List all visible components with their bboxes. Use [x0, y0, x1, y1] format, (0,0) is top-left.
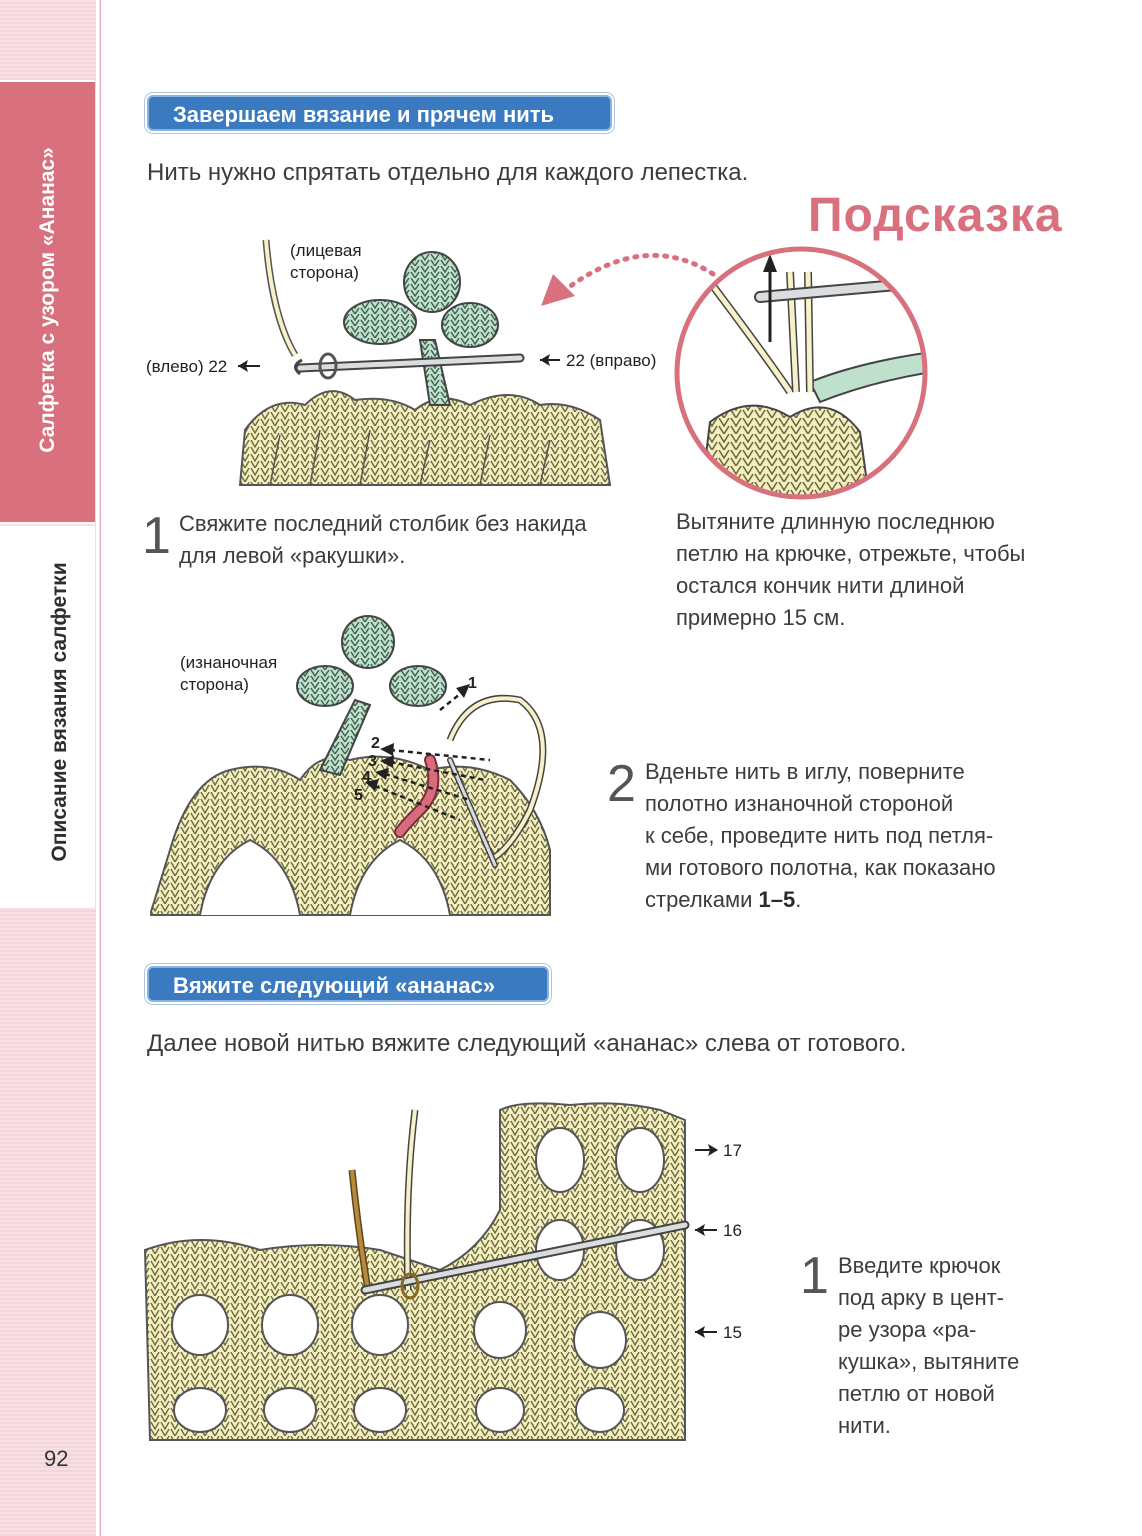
figure-finish-back: 1 2 3 4 5 — [150, 615, 551, 916]
hint-pointer-arrow — [541, 252, 716, 306]
section-tab-active — [0, 80, 95, 524]
section-title-vertical: Салфетка с узором «Ананас» — [36, 147, 59, 453]
page-number: 92 — [44, 1446, 69, 1471]
fig2-arrow-4: 4 — [362, 769, 371, 786]
step-number: 2 — [607, 755, 636, 813]
section-tab — [0, 526, 95, 908]
step-text: Введите крючок под арку в цент- ре узора… — [838, 1253, 1020, 1438]
row-label-16: 16 — [723, 1221, 742, 1240]
fig2-arrow-5: 5 — [354, 787, 363, 804]
fig2-arrow-1: 1 — [468, 675, 477, 692]
sidebar-divider — [96, 0, 99, 1536]
section-heading-finish: Завершаем вязание и прячем нить — [147, 95, 612, 131]
hint-illustration — [674, 246, 928, 500]
step-text-main: Вденьте нить в иглу, поверните полотно и… — [645, 759, 996, 912]
figure-next-pineapple: 17 16 15 — [143, 1102, 742, 1441]
hint-text: Вытяните длинную последнюю петлю на крюч… — [676, 509, 1026, 630]
row-label-17: 17 — [723, 1141, 742, 1160]
section-heading-next: Вяжите следующий «ананас» — [147, 966, 549, 1002]
chapter-title-vertical: Описание вязания салфетки — [48, 562, 71, 862]
step-text-arrows: 1–5 — [758, 887, 796, 912]
section-intro: Нить нужно спрятать отдельно для каждого… — [147, 159, 749, 186]
step-text-end: . — [795, 887, 802, 912]
step-text: Свяжите последний столбик без накида для… — [179, 511, 587, 568]
hint-title: Подсказка — [808, 189, 1063, 242]
fig1-left-label: (влево) 22 — [146, 357, 227, 376]
fig1-right-label: 22 (вправо) — [566, 351, 656, 370]
step-number: 1 — [800, 1247, 829, 1305]
section-intro: Далее новой нитью вяжите следующий «анан… — [147, 1030, 907, 1057]
sidebar-edge — [100, 0, 101, 1536]
fig2-arrow-3: 3 — [368, 753, 377, 770]
step-text: Вденьте нить в иглу, поверните полотно и… — [645, 756, 1045, 916]
fig2-arrow-2: 2 — [371, 735, 380, 752]
step-number: 1 — [142, 507, 171, 565]
row-label-15: 15 — [723, 1323, 742, 1342]
fig2-side-label: (изнаночная сторона) — [180, 653, 278, 694]
